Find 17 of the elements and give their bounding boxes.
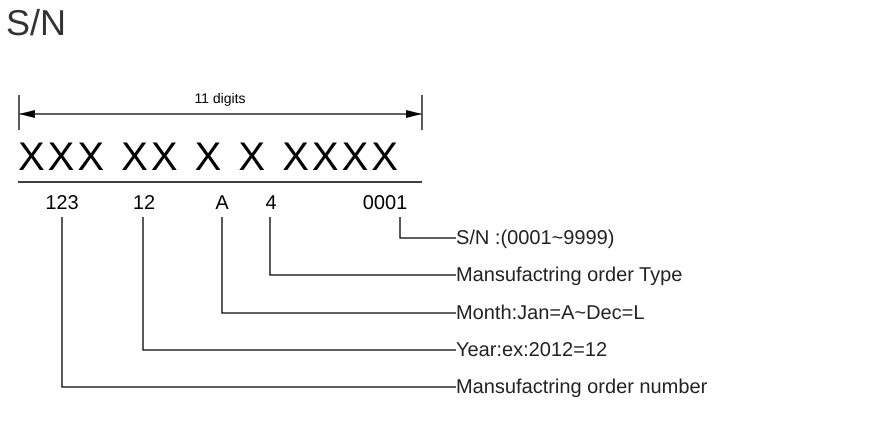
leader-line: [61, 217, 456, 388]
digit-group-label: 123: [36, 189, 88, 217]
leader-line: [142, 217, 456, 351]
description-label: S/N :(0001~9999): [456, 224, 756, 252]
serial-format-text: XXX XX X X XXXX: [18, 134, 401, 180]
description-label: Mansufactring order number: [456, 373, 816, 401]
description-label: Year:ex:2012=12: [456, 336, 756, 364]
digit-group-label: 0001: [352, 189, 418, 217]
leader-line: [399, 217, 456, 239]
digit-group-label: 4: [261, 189, 281, 217]
digit-group-label: 12: [128, 189, 160, 217]
description-label: Month:Jan=A~Dec=L: [456, 299, 756, 327]
description-label: Mansufactring order Type: [456, 261, 756, 289]
leader-line: [269, 217, 456, 276]
title: S/N: [6, 2, 66, 44]
digit-group-label: A: [211, 189, 233, 217]
leader-line: [221, 217, 456, 314]
